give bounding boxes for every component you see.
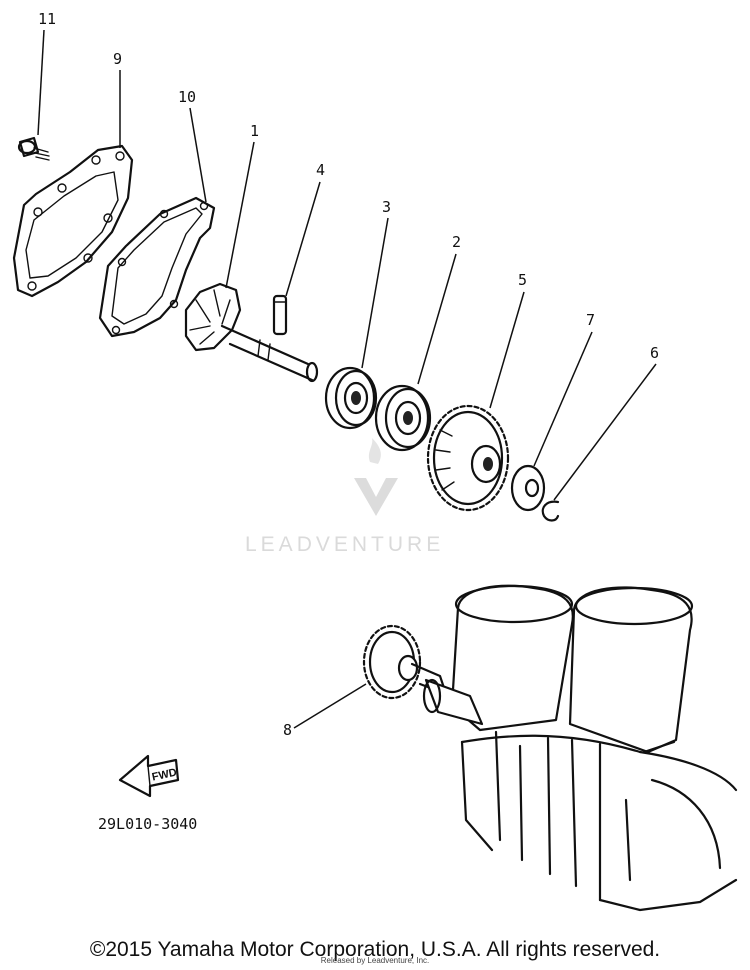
fwd-label: FWD: [151, 767, 178, 784]
leader-10: [189, 107, 207, 203]
part-7-washer: [510, 464, 546, 512]
callout-3: 3: [382, 198, 391, 216]
part-5-driven-gear: [426, 404, 510, 512]
part-11-screw: [17, 136, 50, 161]
leader-7: [533, 331, 593, 467]
callout-9: 9: [113, 50, 122, 68]
callout-4: 4: [316, 161, 325, 179]
part-1-impeller-shaft: [184, 282, 319, 383]
part-4-dowel-pin: [272, 294, 288, 336]
part-6-circlip: [541, 500, 560, 522]
callout-7: 7: [586, 311, 595, 329]
part-2-bearing: [374, 384, 432, 452]
leader-8: [293, 683, 367, 729]
watermark-logo: LEADVENTURE: [245, 438, 444, 556]
leader-2: [417, 253, 457, 385]
callout-2: 2: [452, 233, 461, 251]
callout-8: 8: [283, 721, 292, 739]
copyright-notice: ©2015 Yamaha Motor Corporation, U.S.A. A…: [89, 938, 661, 961]
release-note: Released by Leadventure, Inc.: [320, 956, 430, 965]
leader-6: [553, 363, 657, 501]
callout-10: 10: [178, 88, 196, 106]
callout-1: 1: [250, 122, 259, 140]
crankshaft-assembly: [422, 584, 738, 912]
callout-11: 11: [38, 10, 56, 28]
leader-1: [225, 141, 255, 289]
part-10-gasket: [98, 196, 216, 338]
callout-6: 6: [650, 344, 659, 362]
callout-5: 5: [518, 271, 527, 289]
leader-11: [37, 29, 45, 136]
watermark-text: LEADVENTURE: [245, 533, 444, 556]
leader-4: [285, 181, 321, 297]
leader-3: [361, 217, 389, 369]
part-3-bearing: [324, 366, 378, 430]
fwd-arrow-indicator: FWD: [118, 754, 180, 798]
part-9-pump-cover: [12, 144, 134, 298]
diagram-part-code: 29L010-3040: [98, 815, 197, 833]
leader-5: [489, 291, 525, 409]
